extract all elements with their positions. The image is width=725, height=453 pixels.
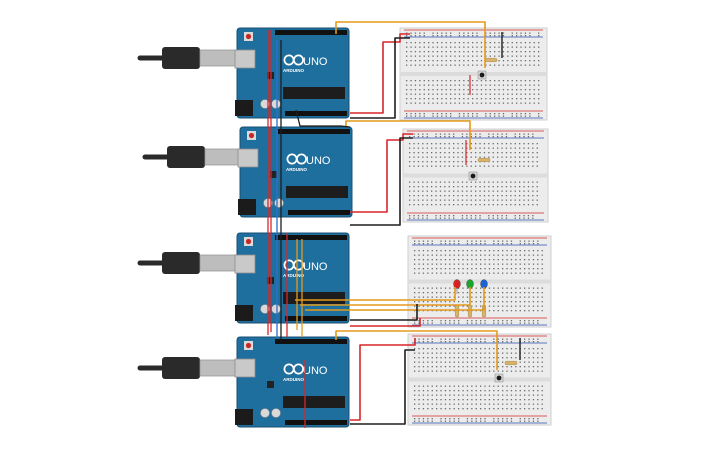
usb-jack [234,254,256,274]
wire[interactable] [300,287,471,306]
microcontroller-chip [283,87,345,99]
digital-header [275,339,347,344]
power-jack [238,199,256,215]
usb-ic [267,381,274,388]
capacitor [271,99,281,109]
board-body[interactable] [236,336,350,428]
wire[interactable] [350,318,421,327]
capacitor [274,198,284,208]
capacitor [271,304,281,314]
infinity-logo-icon [293,54,304,66]
board-brand-label: ARDUINO [283,68,304,73]
pushbutton-cap [479,72,485,78]
wire[interactable] [335,330,498,370]
wire[interactable] [345,120,471,150]
usb-connector [204,148,244,166]
resistor [455,304,460,318]
wire[interactable] [350,133,413,213]
usb-ic [270,171,277,178]
power-jack [235,100,253,116]
board-brand-label: ARDUINO [283,273,304,278]
resistor [484,58,498,63]
analog-header [288,210,350,215]
infinity-logo-icon [293,259,304,271]
wires-layer [267,21,521,428]
infinity-logo-icon [293,363,304,375]
usb-plug-icon[interactable] [162,252,200,274]
reset-button-cap [245,33,252,40]
wire[interactable] [350,33,410,114]
analog-header [285,111,347,116]
analog-header [285,420,347,425]
led-red [453,279,461,289]
wire[interactable] [305,287,485,311]
board-body[interactable] [236,27,350,119]
usb-jack [234,358,256,378]
power-jack [235,409,253,425]
resistor [504,361,518,366]
hole-grid [406,32,540,117]
reset-button-cap [248,132,255,139]
board-brand-label: ARDUINO [283,377,304,382]
board-brand-label: ARDUINO [286,167,307,172]
microcontroller-chip [283,292,345,304]
usb-jack [237,148,259,168]
microcontroller-chip [286,186,348,198]
capacitor [260,304,270,314]
usb-jack [234,49,256,69]
digital-header [278,129,350,134]
wire[interactable] [335,21,486,68]
board-body[interactable] [239,126,353,218]
reset-button-cap [245,342,252,349]
wire[interactable] [350,349,415,425]
board-model-label: UNO [303,261,328,273]
wire[interactable] [295,109,351,128]
capacitor [260,99,270,109]
center-channel [408,377,551,382]
center-channel [408,279,551,284]
resistor [468,304,473,318]
usb-connector [199,359,239,377]
usb-plug-icon[interactable] [162,47,200,69]
wire[interactable] [295,287,456,301]
board-model-label: UNO [303,56,328,68]
board-model-label: UNO [303,365,328,377]
usb-connector [199,49,239,67]
resistor [477,157,491,162]
capacitor [260,408,270,418]
reset-button-cap [245,238,252,245]
breadboard[interactable] [399,27,548,121]
infinity-logo-icon [296,153,307,165]
hole-grid [414,338,543,422]
board-model-label: UNO [306,155,331,167]
wire[interactable] [350,137,413,226]
wire[interactable] [350,338,416,421]
analog-header [285,316,347,321]
breadboard[interactable] [402,128,549,223]
hole-grid [409,133,538,219]
usb-connector [199,254,239,272]
breadboard[interactable] [407,235,552,328]
usb-plug-icon[interactable] [162,357,200,379]
breadboard[interactable] [407,333,552,426]
wire[interactable] [350,37,410,119]
breadboards-layer [399,27,552,426]
usb-plug-icon[interactable] [167,146,205,168]
power-jack [235,305,253,321]
center-channel [400,72,547,76]
microcontroller-chip [283,396,345,408]
pushbutton-cap [496,375,502,381]
capacitor [271,408,281,418]
digital-header [275,235,347,240]
wire[interactable] [350,304,418,321]
digital-header [275,30,347,35]
pushbutton-cap [470,173,476,179]
